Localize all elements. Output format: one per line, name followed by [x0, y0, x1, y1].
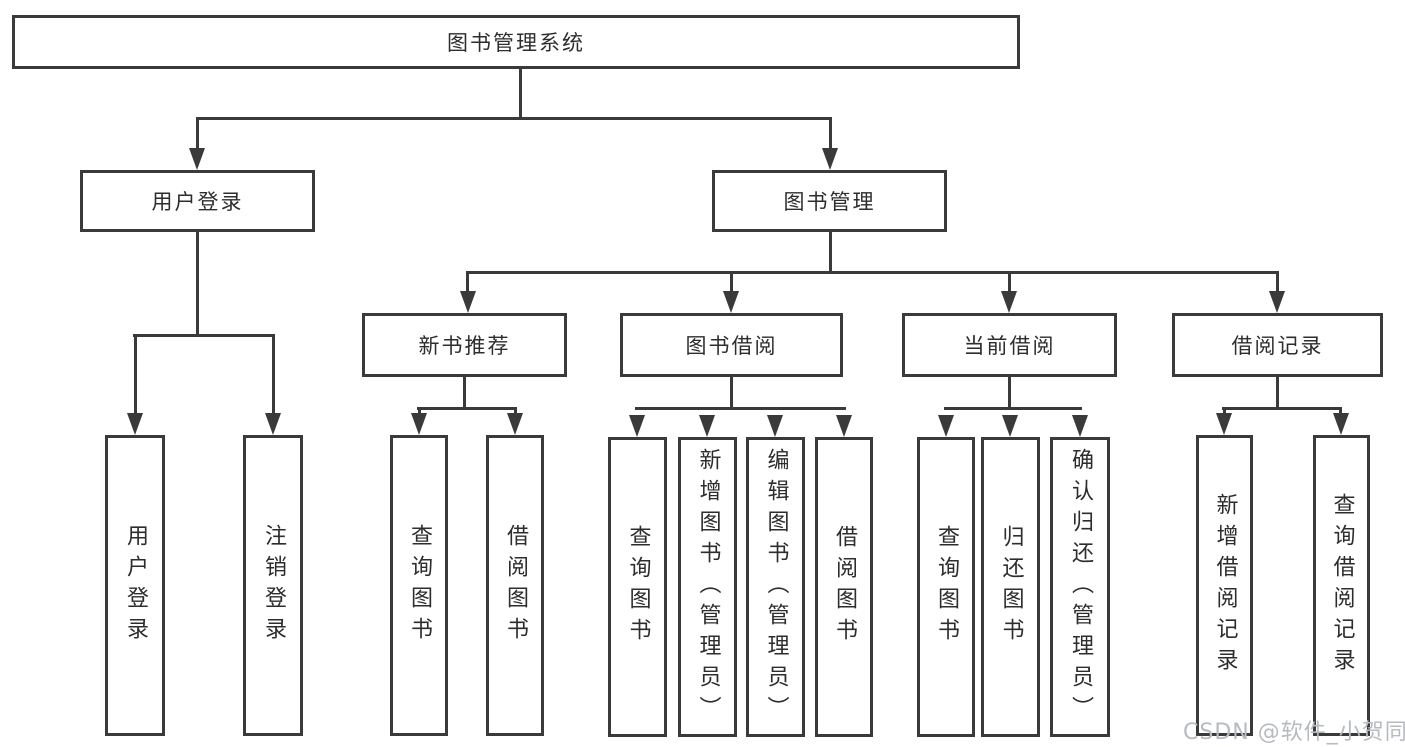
connector-book-mgmt-bar [466, 271, 1279, 274]
arrow-to-leaf-add-book [699, 415, 715, 437]
leaf-query-borrow-record: 查询借阅记录 [1313, 435, 1370, 736]
connector-nbr-left-line [418, 407, 421, 417]
arrow-to-book-borrow [723, 291, 739, 313]
leaf-confirm-return: 确认归还（管理员） [1050, 437, 1110, 737]
leaf-query-book-1-label: 查询图书 [407, 523, 432, 648]
leaf-add-borrow-record-label: 新增借阅记录 [1212, 492, 1238, 679]
leaf-query-book-2: 查询图书 [608, 437, 667, 737]
connector-current-borrow-stub [1008, 377, 1011, 410]
node-borrow-records-label: 借阅记录 [1231, 334, 1324, 358]
node-root-label: 图书管理系统 [447, 31, 585, 55]
leaf-borrow-book-1: 借阅图书 [486, 435, 544, 736]
connector-borrow-records-stub [1276, 377, 1279, 410]
connector-br-left-line [1223, 407, 1226, 417]
leaf-user-login-label: 用户登录 [123, 523, 148, 648]
leaf-borrow-book-1-label: 借阅图书 [503, 523, 528, 648]
leaf-borrow-book-2: 借阅图书 [815, 437, 873, 737]
arrow-to-new-book-rec [460, 291, 476, 313]
leaf-logout: 注销登录 [243, 435, 303, 736]
connector-book-borrow-stub [730, 377, 733, 410]
leaf-return-book: 归还图书 [981, 437, 1040, 737]
leaf-query-book-3-label: 查询图书 [934, 525, 959, 649]
connector-br-right-line [1339, 407, 1342, 417]
connector-to-current-borrow-line [1008, 271, 1011, 293]
leaf-logout-label: 注销登录 [261, 523, 286, 648]
node-new-book-rec-label: 新书推荐 [418, 334, 511, 358]
leaf-query-borrow-record-label: 查询借阅记录 [1329, 492, 1355, 679]
leaf-user-login: 用户登录 [105, 435, 165, 736]
leaf-return-book-label: 归还图书 [998, 525, 1024, 649]
leaf-query-book-2-label: 查询图书 [625, 525, 651, 649]
leaf-add-book-label: 新增图书（管理员） [695, 447, 721, 727]
arrow-to-user-login [189, 148, 205, 170]
arrow-to-borrow-records [1269, 291, 1285, 313]
arrow-to-leaf-query-book-2 [629, 415, 645, 437]
connector-user-login-bar [133, 334, 275, 337]
connector-to-book-borrow-line [730, 271, 733, 293]
node-root: 图书管理系统 [12, 15, 1020, 69]
leaf-add-book: 新增图书（管理员） [678, 437, 737, 737]
node-book-mgmt: 图书管理 [712, 170, 947, 232]
node-book-borrow-label: 图书借阅 [685, 334, 778, 358]
arrow-to-leaf-user-login [127, 413, 143, 435]
connector-book-borrow-bar [635, 407, 846, 410]
arrow-to-leaf-edit-book [767, 415, 783, 437]
connector-borrow-records-bar [1222, 407, 1342, 410]
arrow-to-leaf-query-book-3 [938, 415, 954, 437]
leaf-add-borrow-record: 新增借阅记录 [1196, 435, 1253, 736]
connector-root-stub [519, 68, 522, 120]
csdn-watermark: CSDN @软件_小贺同学 [1183, 720, 1405, 745]
arrow-to-leaf-logout [265, 413, 281, 435]
arrow-to-leaf-query-book-1 [411, 413, 427, 435]
connector-nbr-right-line [514, 407, 517, 417]
arrow-to-leaf-borrow-book-2 [836, 415, 852, 437]
arrow-to-leaf-confirm-return [1072, 415, 1088, 437]
arrow-to-book-mgmt [822, 148, 838, 170]
arrow-to-current-borrow [1001, 291, 1017, 313]
connector-to-new-book-rec-line [466, 271, 469, 293]
arrow-to-leaf-borrow-book-1 [507, 413, 523, 435]
node-current-borrow: 当前借阅 [902, 313, 1117, 377]
connector-user-login-stub [196, 232, 199, 337]
connector-user-login-left-line [134, 334, 137, 414]
connector-new-book-rec-stub [463, 377, 466, 410]
connector-root-right-line [829, 117, 832, 150]
leaf-edit-book: 编辑图书（管理员） [746, 437, 805, 737]
arrow-to-leaf-return-book [1002, 415, 1018, 437]
connector-to-borrow-records-line [1276, 271, 1279, 293]
leaf-query-book-3: 查询图书 [917, 437, 975, 737]
connector-current-borrow-bar [944, 407, 1082, 410]
node-borrow-records: 借阅记录 [1172, 313, 1383, 377]
node-user-login-label: 用户登录 [151, 190, 244, 214]
node-new-book-rec: 新书推荐 [362, 313, 567, 377]
connector-new-book-rec-bar [417, 407, 517, 410]
leaf-borrow-book-2-label: 借阅图书 [832, 525, 857, 649]
node-current-borrow-label: 当前借阅 [963, 334, 1056, 358]
arrow-to-leaf-add-borrow-record [1216, 413, 1232, 435]
connector-root-left-line [196, 117, 199, 150]
leaf-edit-book-label: 编辑图书（管理员） [763, 447, 789, 727]
leaf-query-book-1: 查询图书 [390, 435, 448, 736]
node-book-borrow: 图书借阅 [620, 313, 843, 377]
connector-root-bar [196, 117, 832, 120]
leaf-confirm-return-label: 确认归还（管理员） [1068, 447, 1093, 727]
connector-book-mgmt-stub [829, 232, 832, 274]
node-book-mgmt-label: 图书管理 [783, 190, 876, 214]
node-user-login: 用户登录 [80, 170, 315, 232]
connector-user-login-right-line [272, 334, 275, 414]
arrow-to-leaf-query-borrow-record [1333, 413, 1349, 435]
